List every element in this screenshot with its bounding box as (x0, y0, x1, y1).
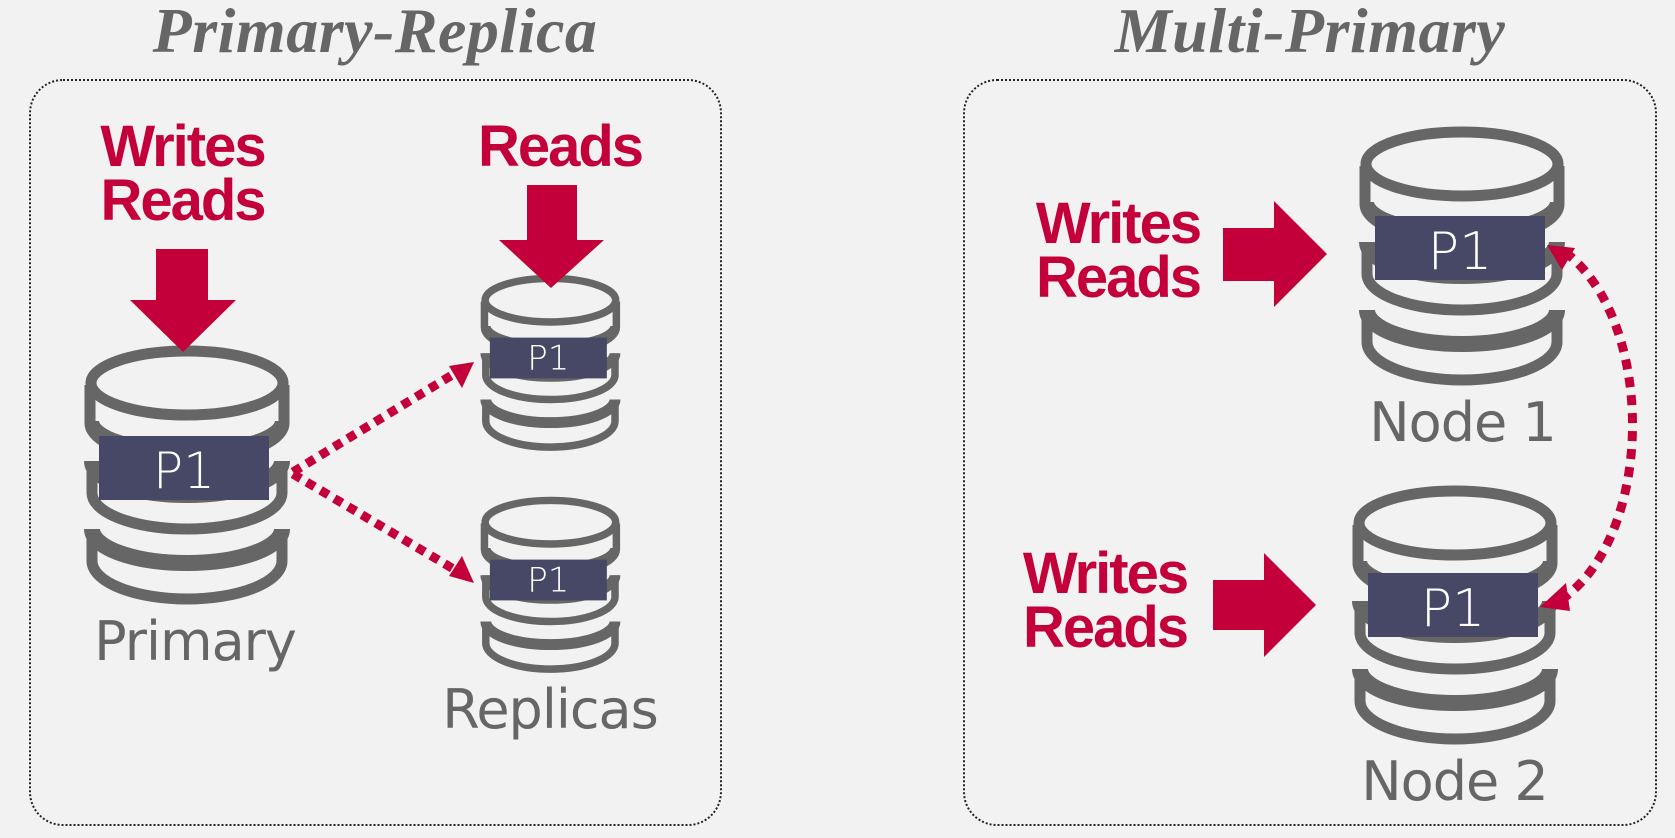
arrowhead-icon (449, 556, 474, 583)
writes-label: Writes (1035, 191, 1202, 256)
replication-arrow-icon (290, 365, 465, 476)
partition-p1-box (1375, 216, 1545, 280)
reads-label: Reads (100, 168, 266, 233)
arrow-down-icon (130, 249, 236, 352)
arrowhead-icon (1540, 583, 1570, 611)
multi-primary-title: Multi-Primary (1114, 0, 1506, 66)
node2-label: Node 2 (1361, 750, 1548, 813)
primary-replica-panel (29, 79, 722, 826)
node1-label: Node 1 (1369, 391, 1556, 454)
bidirectional-replication-arrow-icon (1562, 248, 1637, 601)
partition-p1-box (1368, 573, 1538, 637)
partition-p1-box (99, 436, 269, 500)
replication-arrow-icon (290, 470, 465, 578)
replica-database-icon: P1 (484, 278, 616, 447)
arrow-right-icon (1213, 553, 1316, 657)
primary-node-label: Primary (94, 610, 297, 673)
primary-replica-title: Primary-Replica (152, 0, 598, 66)
partition-label: P1 (1428, 222, 1492, 282)
primary-database-icon: P1 (90, 351, 284, 599)
primary-traffic-label: Writes Reads (80, 114, 285, 233)
arrowhead-icon (1547, 245, 1575, 270)
node2-traffic-label: Writes Reads (1005, 541, 1205, 660)
reads-label: Reads (477, 114, 644, 179)
replicas-node-label: Replicas (442, 678, 659, 741)
partition-p1-box (489, 337, 607, 379)
partition-label: P1 (153, 442, 215, 500)
partition-label: P1 (527, 561, 569, 601)
reads-label: Reads (1035, 245, 1202, 310)
arrow-right-icon (1223, 201, 1327, 307)
writes-label: Writes (1022, 541, 1189, 606)
partition-p1-box (489, 559, 607, 601)
replica-database-icon: P1 (484, 500, 616, 669)
arrow-down-icon (499, 185, 604, 288)
node2-database-icon: P1 (1358, 491, 1552, 739)
partition-label: P1 (527, 339, 569, 379)
node1-database-icon: P1 (1365, 132, 1559, 380)
multi-primary-panel (963, 79, 1657, 826)
partition-label: P1 (1421, 579, 1485, 639)
replica-traffic-label: Reads (470, 114, 650, 179)
arrowhead-icon (449, 362, 474, 388)
node1-traffic-label: Writes Reads (1018, 191, 1218, 310)
reads-label: Reads (1022, 595, 1189, 660)
writes-label: Writes (100, 114, 266, 179)
